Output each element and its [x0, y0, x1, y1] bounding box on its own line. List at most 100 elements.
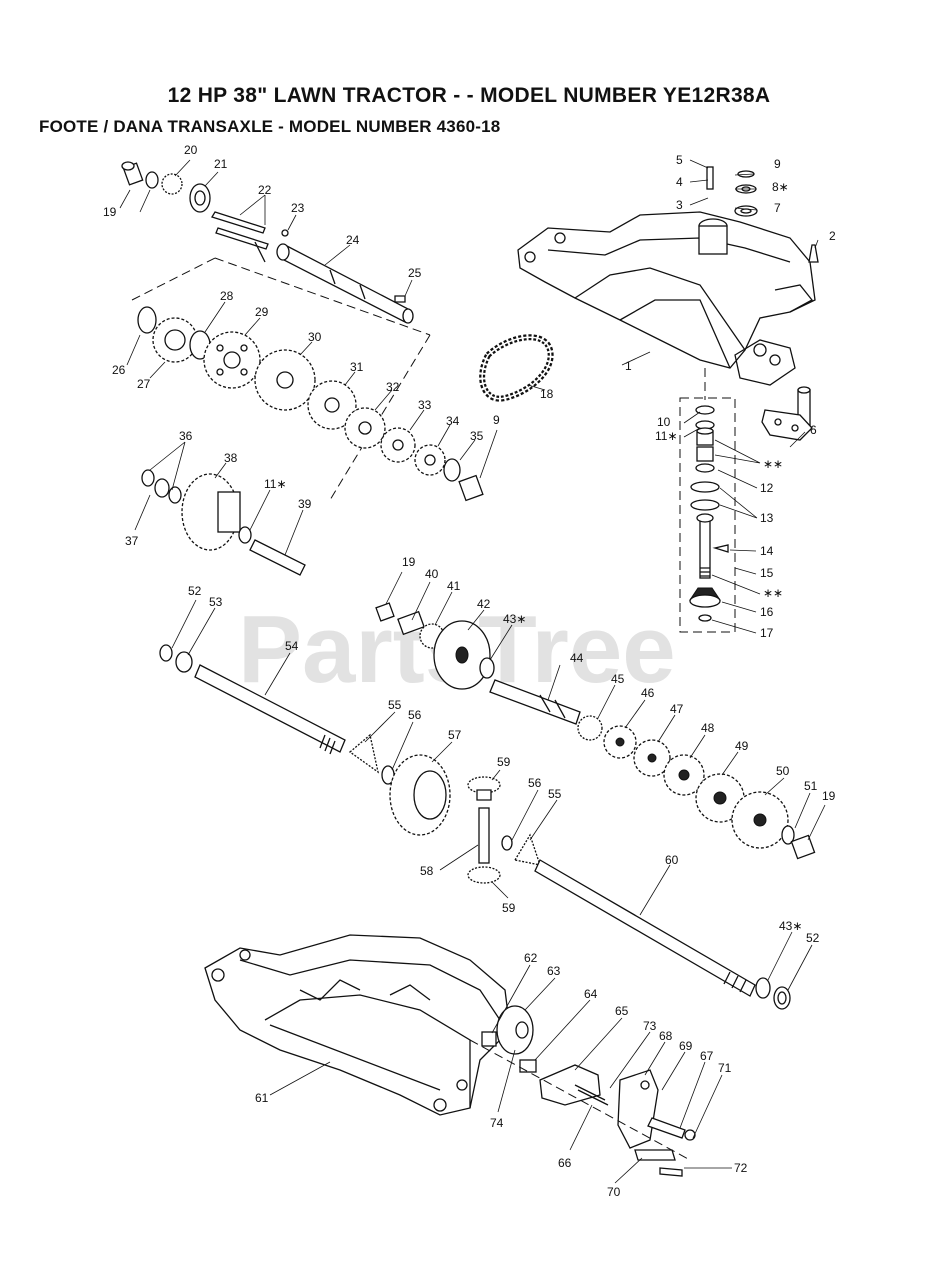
brake-shaft-group[interactable]	[375, 602, 495, 690]
callout-65: 65	[615, 1004, 629, 1018]
input-shaft-stack[interactable]	[679, 368, 736, 633]
callout-71: 71	[718, 1061, 732, 1075]
callout-26: 26	[112, 363, 126, 377]
callout-19-right: 19	[822, 789, 836, 803]
callout-52-right: 52	[806, 931, 820, 945]
callout-47: 47	[670, 702, 684, 716]
callout-11-left: 11∗	[264, 477, 287, 491]
callout-31: 31	[350, 360, 364, 374]
callout-49: 49	[735, 739, 749, 753]
callout-62: 62	[524, 951, 538, 965]
callout-4: 4	[676, 175, 683, 189]
callout-59-bottom: 59	[502, 901, 516, 915]
callout-58: 58	[420, 864, 434, 878]
callout-24: 24	[346, 233, 360, 247]
callout-16: 16	[760, 605, 774, 619]
leader-lines	[119, 159, 826, 1184]
callout-48: 48	[701, 721, 715, 735]
callout-40: 40	[425, 567, 439, 581]
callout-1: 1	[625, 359, 632, 373]
callout-8: 8∗	[772, 180, 789, 194]
lower-housing[interactable]	[204, 934, 511, 1116]
callout-67: 67	[700, 1049, 714, 1063]
callout-23: 23	[291, 201, 305, 215]
callout-68: 68	[659, 1029, 673, 1043]
callout-7: 7	[774, 201, 781, 215]
callout-15: 15	[760, 566, 774, 580]
callout-45: 45	[611, 672, 625, 686]
callout-3: 3	[676, 198, 683, 212]
callout-53: 53	[209, 595, 223, 609]
callout-32: 32	[386, 380, 400, 394]
callout-56-right: 56	[528, 776, 542, 790]
callout-44: 44	[570, 651, 584, 665]
callout-37: 37	[125, 534, 139, 548]
callout-70: 70	[607, 1185, 621, 1199]
callout-5: 5	[676, 153, 683, 167]
callout-9: 9	[774, 157, 781, 171]
brake-assembly[interactable]	[469, 1005, 696, 1177]
callout-55-left: 55	[388, 698, 402, 712]
callout-25: 25	[408, 266, 422, 280]
callout-73: 73	[643, 1019, 657, 1033]
callout-43-top: 43∗	[503, 612, 526, 626]
callout-11-right: 11∗	[655, 429, 678, 443]
callout-52-left: 52	[188, 584, 202, 598]
diagram-title: 12 HP 38" LAWN TRACTOR - - MODEL NUMBER …	[167, 84, 771, 107]
callout-64: 64	[584, 987, 598, 1001]
callout-27: 27	[137, 377, 151, 391]
diagram-subtitle: FOOTE / DANA TRANSAXLE - MODEL NUMBER 43…	[39, 117, 501, 136]
gear-row-upper[interactable]	[137, 306, 484, 502]
callout-34: 34	[446, 414, 460, 428]
callout-54: 54	[285, 639, 299, 653]
callout-6: 6	[810, 423, 817, 437]
countershaft-group[interactable]	[121, 161, 431, 501]
callout-66: 66	[558, 1156, 572, 1170]
callout-14: 14	[760, 544, 774, 558]
callout-43-bottom: 43∗	[779, 919, 802, 933]
callout-18: 18	[540, 387, 554, 401]
callout-21: 21	[214, 157, 228, 171]
callout-29: 29	[255, 305, 269, 319]
callout-69: 69	[679, 1039, 693, 1053]
callout-28: 28	[220, 289, 234, 303]
axle-60[interactable]	[534, 859, 791, 1010]
callout-38: 38	[224, 451, 238, 465]
callout-double-star-bottom: ∗∗	[763, 586, 783, 600]
bracket-6[interactable]	[761, 386, 813, 441]
callout-59-top: 59	[497, 755, 511, 769]
callout-39: 39	[298, 497, 312, 511]
cluster-gear-group[interactable]	[141, 469, 306, 576]
callout-55-right: 55	[548, 787, 562, 801]
callout-51: 51	[804, 779, 818, 793]
callout-double-star-top: ∗∗	[763, 457, 783, 471]
callout-56-left: 56	[408, 708, 422, 722]
output-gear-row[interactable]	[489, 679, 816, 860]
callout-36: 36	[179, 429, 193, 443]
callout-61: 61	[255, 1091, 269, 1105]
callout-60: 60	[665, 853, 679, 867]
callout-10: 10	[657, 415, 671, 429]
callout-42: 42	[477, 597, 491, 611]
callout-19-top: 19	[103, 205, 117, 219]
differential-group[interactable]	[159, 644, 541, 884]
callout-74: 74	[490, 1116, 504, 1130]
callout-63: 63	[547, 964, 561, 978]
callout-20: 20	[184, 143, 198, 157]
callout-35: 35	[470, 429, 484, 443]
callout-13: 13	[760, 511, 774, 525]
callout-50: 50	[776, 764, 790, 778]
callout-22: 22	[258, 183, 272, 197]
callout-46: 46	[641, 686, 655, 700]
callout-72: 72	[734, 1161, 748, 1175]
callout-33: 33	[418, 398, 432, 412]
callout-41: 41	[447, 579, 461, 593]
upper-housing[interactable]	[517, 211, 816, 386]
callout-9-left: 9	[493, 413, 500, 427]
callout-30: 30	[308, 330, 322, 344]
chain-18[interactable]	[479, 334, 554, 402]
callout-57: 57	[448, 728, 462, 742]
callout-17: 17	[760, 626, 774, 640]
callout-labels: 1 2 3 4 5 6 7 8∗ 9 10 11∗ 12 13 14 15 16…	[103, 143, 836, 1199]
